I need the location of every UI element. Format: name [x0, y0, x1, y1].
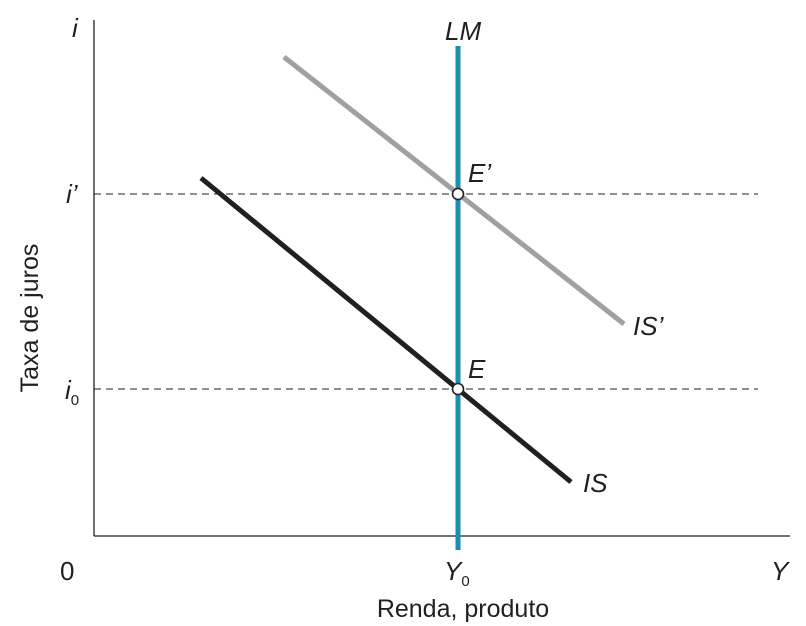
- equilibrium-point-e: [451, 382, 465, 396]
- x-axis-symbol: Y: [771, 556, 790, 586]
- y0-tick-label: Y0: [444, 556, 470, 590]
- i0-tick-label: i0: [65, 375, 79, 409]
- lm-curve-label: LM: [445, 16, 481, 46]
- point-e-label: E: [468, 354, 486, 384]
- i-prime-tick-label: i’: [66, 179, 79, 209]
- i0-tick-subscript: 0: [71, 392, 79, 409]
- is-curve-label: IS: [583, 468, 608, 498]
- x-axis-title: Renda, produto: [377, 595, 549, 623]
- is-curve: [199, 176, 573, 484]
- y0-tick-subscript: 0: [461, 573, 469, 590]
- y-axis-title: Taxa de juros: [16, 244, 44, 393]
- is-prime-curve-label: IS’: [633, 311, 665, 341]
- point-e-prime-label: E’: [468, 158, 492, 188]
- y-axis-symbol: i: [72, 13, 79, 43]
- y0-tick-base: Y: [444, 556, 463, 586]
- equilibrium-point-e-prime: [451, 187, 465, 201]
- origin-label: 0: [60, 556, 74, 586]
- i0-tick-base: i: [65, 375, 72, 405]
